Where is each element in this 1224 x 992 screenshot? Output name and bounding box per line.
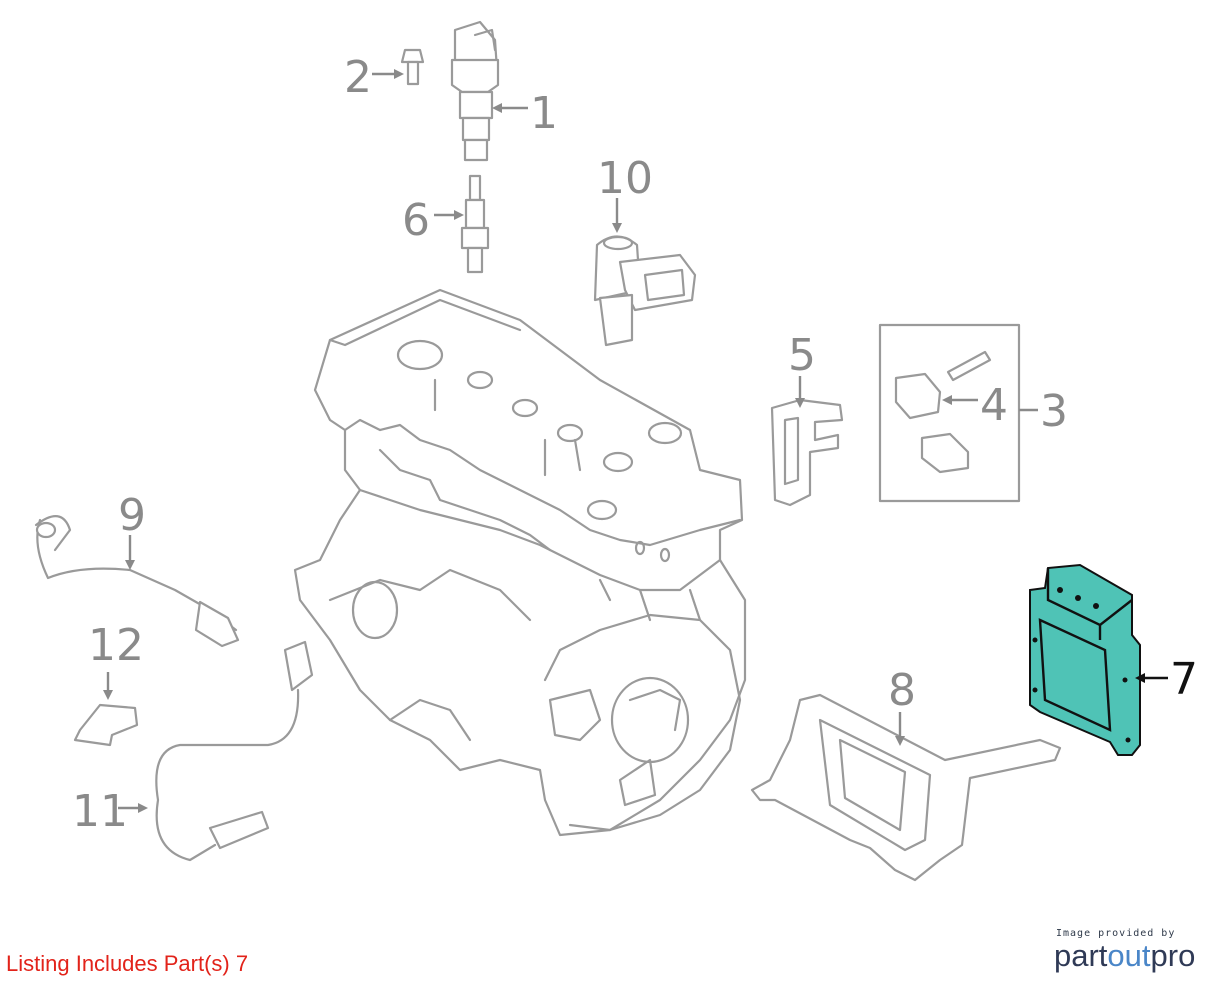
callout-9: 9 xyxy=(118,490,146,541)
part-4-sensor[interactable] xyxy=(894,350,992,474)
callout-10: 10 xyxy=(597,153,653,204)
part-10-cam-sensor[interactable] xyxy=(593,235,697,347)
listing-note: Listing Includes Part(s) 7 xyxy=(6,951,249,976)
callout-11: 11 xyxy=(72,786,128,837)
part-3-kit-box[interactable] xyxy=(878,323,1021,503)
callout-2: 2 xyxy=(344,52,372,103)
part-2-bolt[interactable] xyxy=(400,48,425,86)
part-8-ecu-bracket[interactable] xyxy=(750,693,1062,882)
callout-5: 5 xyxy=(788,330,816,381)
part-7-ecu-highlighted[interactable] xyxy=(1029,563,1141,756)
engine-block-illustration xyxy=(293,288,747,837)
callout-8: 8 xyxy=(888,665,916,716)
callout-3: 3 xyxy=(1040,386,1068,437)
callout-7: 7 xyxy=(1170,654,1198,705)
part-6-spark-plug[interactable] xyxy=(460,174,490,274)
callout-12: 12 xyxy=(88,620,144,671)
brand-part: part xyxy=(1054,938,1108,973)
part-12-bracket[interactable] xyxy=(73,703,139,747)
part-5-bracket[interactable] xyxy=(770,398,844,507)
part-9-sensor-harness[interactable] xyxy=(34,515,240,648)
callout-4: 4 xyxy=(980,380,1008,431)
callout-1: 1 xyxy=(530,88,558,139)
part-1-ignition-coil[interactable] xyxy=(450,20,500,162)
ecu-body[interactable] xyxy=(1029,563,1141,756)
image-credit-caption: Image provided by xyxy=(1056,928,1176,939)
partoutpro-logo: partoutpro xyxy=(1054,938,1195,974)
brand-pro: pro xyxy=(1150,938,1196,973)
callout-6: 6 xyxy=(402,195,430,246)
brand-out: out xyxy=(1107,938,1151,973)
part-11-speed-sensor[interactable] xyxy=(155,640,314,862)
